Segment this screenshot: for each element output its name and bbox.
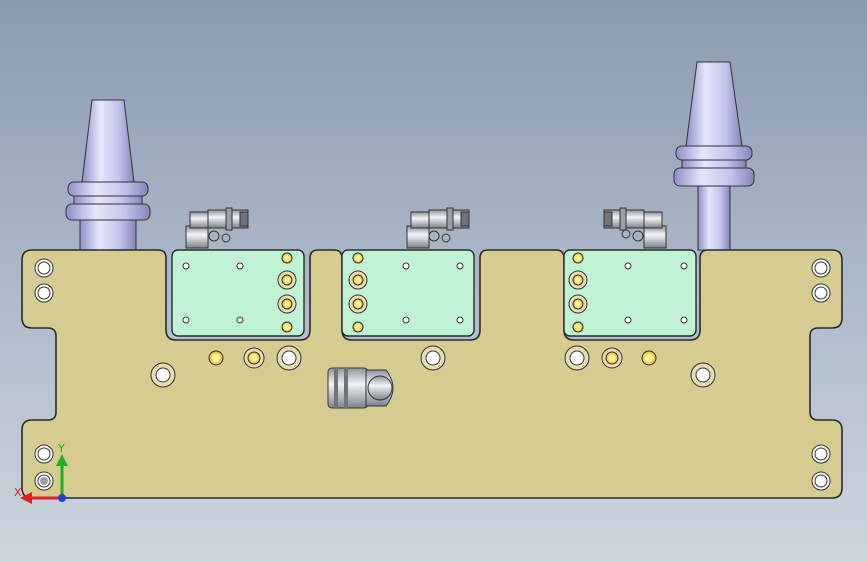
elbow-fitting-1[interactable] — [185, 207, 249, 249]
elbow-fitting-2[interactable] — [406, 207, 470, 249]
tool-holder-left[interactable] — [65, 99, 151, 251]
base-plate-holes — [34, 258, 831, 491]
y-axis-label: Y — [57, 442, 65, 455]
mounting-plate-1[interactable] — [171, 249, 305, 337]
mounting-plate-2[interactable] — [341, 249, 475, 337]
coordinate-triad: Y X — [14, 442, 68, 504]
side-fitting[interactable] — [327, 367, 394, 409]
origin-marker — [40, 477, 48, 485]
tool-holder-right[interactable] — [673, 61, 755, 251]
mounting-plate-3[interactable] — [563, 249, 697, 337]
x-axis-label: X — [14, 486, 22, 499]
elbow-fitting-3[interactable] — [603, 207, 667, 249]
base-plate[interactable] — [21, 249, 843, 499]
